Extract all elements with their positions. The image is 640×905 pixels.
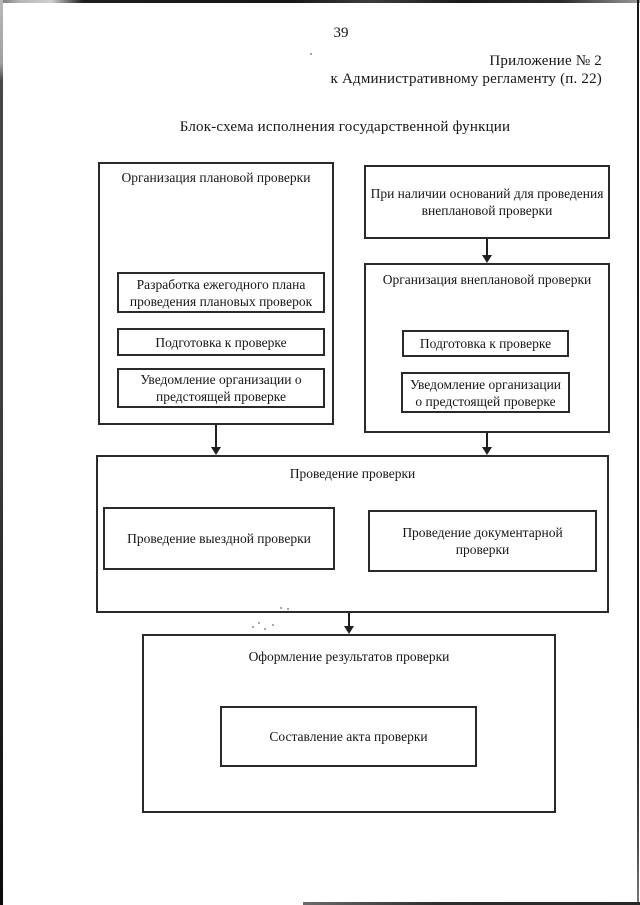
arrow-line xyxy=(348,613,350,629)
arrow-down-icon xyxy=(344,626,354,634)
unplanned-inspection-title: Организация внеплановой проверки xyxy=(382,272,592,287)
arrow-line xyxy=(486,239,488,258)
step-notification-unplanned: Уведомление организации о предстоящей пр… xyxy=(401,372,570,413)
step-inspection-act: Составление акта проверки xyxy=(220,706,477,767)
step-onsite-inspection: Проведение выездной проверки xyxy=(103,507,335,570)
arrow-condition-to-unplanned xyxy=(481,239,493,263)
scan-edge-left xyxy=(0,0,3,905)
scan-speckle xyxy=(258,622,260,624)
scan-speckle xyxy=(280,607,282,609)
scan-speckle xyxy=(287,608,289,610)
arrow-down-icon xyxy=(482,447,492,455)
arrow-line xyxy=(215,425,217,450)
step-preparation-unplanned: Подготовка к проверке xyxy=(402,330,569,357)
step-documentary-inspection: Проведение документарной проверки xyxy=(368,510,597,572)
arrow-conduct-to-results xyxy=(343,613,355,634)
document-title: Блок-схема исполнения государственной фу… xyxy=(179,119,511,135)
step-preparation-planned: Подготовка к проверке xyxy=(117,328,325,356)
scan-speckle xyxy=(310,53,312,55)
planned-inspection-box: Организация плановой проверки xyxy=(98,162,334,425)
scan-speckle xyxy=(252,626,254,628)
appendix-reference: Приложение № 2 к Административному регла… xyxy=(331,53,602,88)
conduct-inspection-title: Проведение проверки xyxy=(289,466,416,481)
scan-edge-right xyxy=(637,0,639,905)
results-box: Оформление результатов проверки xyxy=(142,634,556,813)
results-title: Оформление результатов проверки xyxy=(248,649,450,664)
scan-edge-bottom xyxy=(303,902,640,905)
conduct-inspection-box: Проведение проверки xyxy=(96,455,609,613)
unplanned-inspection-box: Организация внеплановой проверки xyxy=(364,263,610,433)
arrow-down-icon xyxy=(211,447,221,455)
arrow-unplanned-to-conduct xyxy=(481,433,493,455)
scan-speckle xyxy=(272,624,274,626)
arrow-down-icon xyxy=(482,255,492,263)
page-number: 39 xyxy=(333,25,349,41)
step-annual-plan: Разработка ежегодного плана проведения п… xyxy=(117,272,325,313)
unplanned-condition-box: При наличии оснований для проведения вне… xyxy=(364,165,610,239)
arrow-line xyxy=(486,433,488,450)
step-notification-planned: Уведомление организации о предстоящей пр… xyxy=(117,368,325,408)
planned-inspection-title: Организация плановой проверки xyxy=(121,170,311,185)
appendix-line-1: Приложение № 2 xyxy=(489,53,602,69)
arrow-planned-to-conduct xyxy=(210,425,222,455)
appendix-line-2: к Административному регламенту (п. 22) xyxy=(330,70,602,87)
scan-edge-top xyxy=(0,0,640,3)
scan-speckle xyxy=(264,628,266,630)
